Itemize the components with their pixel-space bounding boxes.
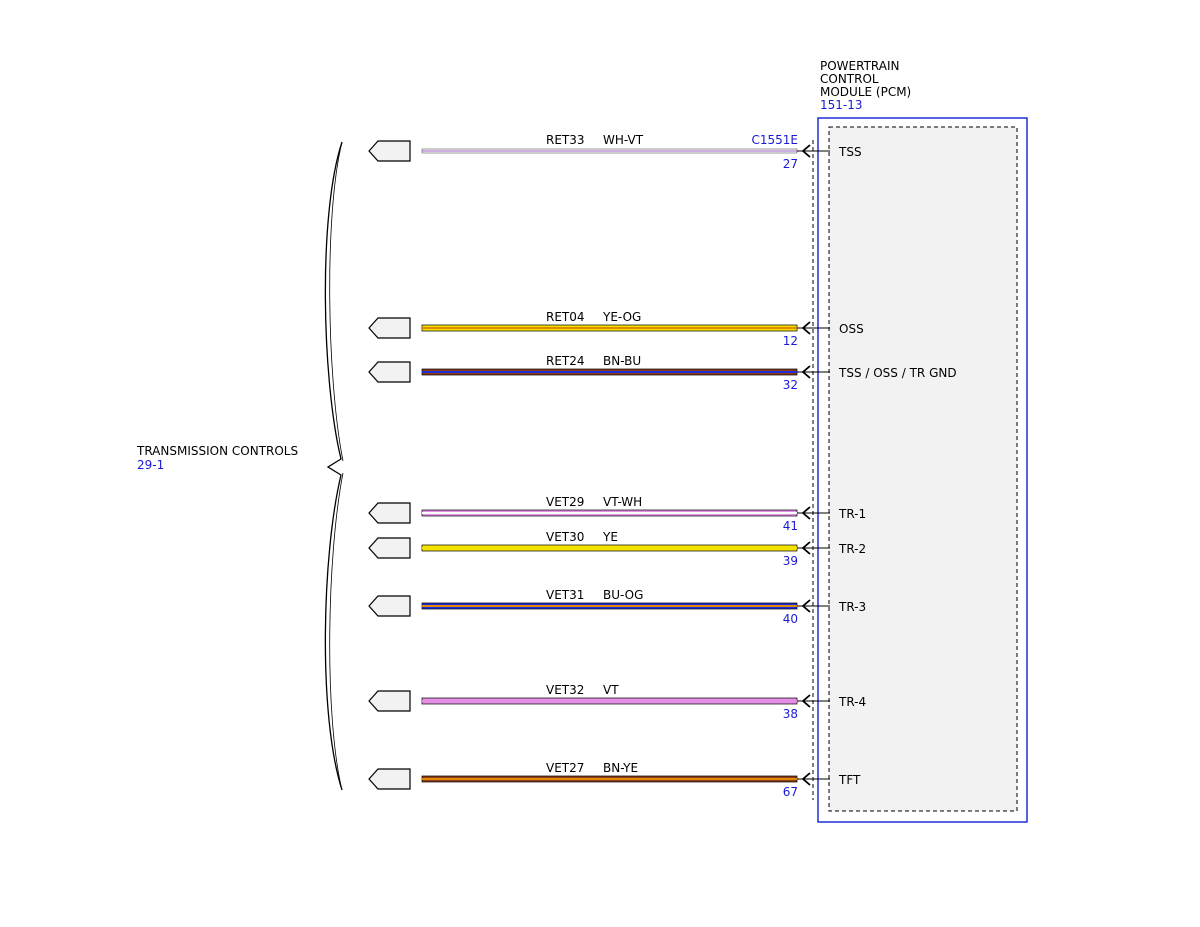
module-title-line-3: MODULE (PCM) (820, 85, 911, 99)
pin-arrow-icon (801, 506, 811, 520)
signal-name: TR-1 (838, 507, 866, 521)
circuit-vet30: VET30 YE 39 TR-2 (368, 530, 866, 568)
harness-connector-icon (368, 537, 411, 559)
wire-color-code: WH-VT (603, 133, 644, 147)
wire-color-code: YE (602, 530, 618, 544)
harness-connector-icon (368, 690, 411, 712)
circuit-number: VET32 (546, 683, 584, 697)
module-title-line-2: CONTROL (820, 72, 879, 86)
pin-arrow-icon (801, 541, 811, 555)
signal-name: TR-3 (838, 600, 866, 614)
signal-name: TFT (838, 773, 861, 787)
circuit-vet27: VET27 BN-YE 67 TFT (368, 761, 861, 799)
circuit-number: RET24 (546, 354, 585, 368)
signal-name: OSS (839, 322, 864, 336)
circuit-ret33: RET33 WH-VT 27 TSS (368, 133, 862, 171)
pin-arrow-icon (801, 694, 811, 708)
pin-arrow-icon (801, 321, 811, 335)
pin-number: 40 (783, 612, 798, 626)
left-component-ref: 29-1 (137, 458, 164, 472)
pin-number: 41 (783, 519, 798, 533)
circuit-ret24: RET24 BN-BU 32 TSS / OSS / TR GND (368, 354, 957, 392)
pin-number: 67 (783, 785, 798, 799)
signal-name: TSS / OSS / TR GND (838, 366, 957, 380)
wire-color-code: VT (603, 683, 619, 697)
circuit-vet29: VET29 VT-WH 41 TR-1 (368, 495, 866, 533)
wire-color-code: BN-BU (603, 354, 641, 368)
circuit-number: VET30 (546, 530, 584, 544)
harness-connector-icon (368, 317, 411, 339)
harness-connector-icon (368, 595, 411, 617)
wire-color-code: VT-WH (603, 495, 642, 509)
pin-number: 38 (783, 707, 798, 721)
pin-arrow-icon (801, 599, 811, 613)
signal-name: TSS (838, 145, 862, 159)
signal-name: TR-4 (838, 695, 866, 709)
wire-color-code: BU-OG (603, 588, 643, 602)
circuit-vet32: VET32 VT 38 TR-4 (368, 683, 866, 721)
circuit-number: VET29 (546, 495, 584, 509)
harness-connector-icon (368, 502, 411, 524)
circuit-number: VET31 (546, 588, 584, 602)
pin-arrow-icon (801, 144, 811, 158)
harness-connector-icon (368, 768, 411, 790)
grouping-brace-inner (329, 141, 344, 791)
circuit-number: RET33 (546, 133, 585, 147)
wire-color-code: YE-OG (602, 310, 641, 324)
circuit-vet31: VET31 BU-OG 40 TR-3 (368, 588, 866, 626)
circuit-number: RET04 (546, 310, 585, 324)
harness-connector-icon (368, 361, 411, 383)
pin-number: 32 (783, 378, 798, 392)
circuit-number: VET27 (546, 761, 584, 775)
module-internal-area (828, 126, 1018, 812)
pin-arrow-icon (801, 772, 811, 786)
signal-name: TR-2 (838, 542, 866, 556)
wire-color-code: BN-YE (603, 761, 638, 775)
pin-arrow-icon (801, 365, 811, 379)
pin-number: 27 (783, 157, 798, 171)
circuit-list: RET33 WH-VT 27 TSS RET04 YE-OG 12 OSS RET24 BN-BU… (368, 133, 957, 799)
pin-number: 12 (783, 334, 798, 348)
connector-id: C1551E (752, 133, 799, 147)
left-component-name: TRANSMISSION CONTROLS (136, 444, 298, 458)
module-ref: 151-13 (820, 98, 863, 112)
module-title-line-1: POWERTRAIN (820, 59, 900, 73)
harness-connector-icon (368, 140, 411, 162)
circuit-ret04: RET04 YE-OG 12 OSS (368, 310, 864, 348)
pin-number: 39 (783, 554, 798, 568)
grouping-brace (324, 141, 343, 791)
